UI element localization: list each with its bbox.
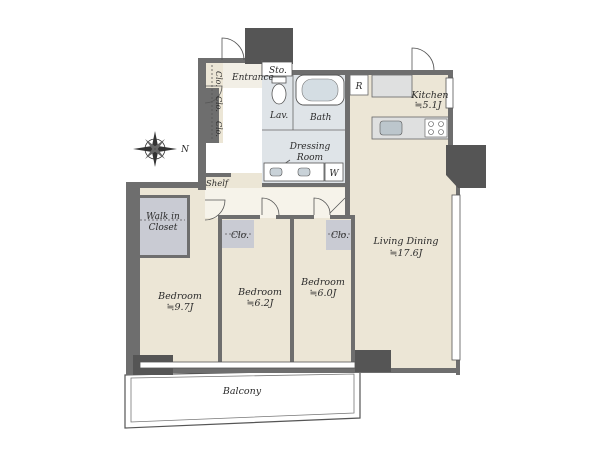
label-bedroom-3-area: ≒6.0J [310,288,338,299]
pillar-right [446,145,486,188]
wet-area-dividers [261,60,345,131]
pillar-closet [205,88,219,143]
label-kitchen: Kitchen [410,90,448,101]
label-closet-2: Clo. [214,96,223,112]
label-bath: Bath [309,113,331,123]
pillar-top [245,28,293,64]
label-closet-3: Clo. [214,121,223,137]
label-clo-bedroom-2: Clo. [231,231,249,241]
label-bedroom-1: Bedroom [157,291,202,302]
closet-rods [140,65,352,235]
label-walkin-2: Closet [149,223,178,233]
label-living-area: ≒17.6J [390,248,424,259]
washing-machine [324,162,344,182]
label-dressing-2: Room [296,153,323,163]
toilet [271,76,287,105]
pillar-bottom-right [355,350,391,372]
label-entrance: Entrance [231,73,274,83]
label-bedroom-1-area: ≒9.7J [167,302,195,313]
kitchen-stove [424,118,448,138]
labels: Entrance Sto. Clo. Clo. Clo. Lav. Bath D… [146,66,448,397]
label-balcony: Balcony [222,386,262,397]
label-clo-bedroom-3: Clo. [331,231,349,241]
label-shelf: Shelf [206,179,230,189]
label-washer: W [329,169,339,179]
kitchen-sink [379,120,403,136]
pillars [133,28,486,375]
label-kitchen-area: ≒5.1J [415,100,443,111]
windows [139,77,461,369]
label-fridge: R [355,82,363,92]
label-living: Living Dining [373,236,439,247]
washbasin-counter [263,162,325,182]
balcony [124,369,361,429]
label-bedroom-3: Bedroom [300,277,345,288]
label-storage: Sto. [269,66,287,76]
label-bedroom-2: Bedroom [237,287,282,298]
label-lavatory: Lav. [269,111,288,121]
label-closet-1: Clo. [214,71,223,87]
compass-north-label: N [180,145,190,155]
bathtub [295,74,345,106]
compass-rose: N [133,131,190,167]
label-walkin-1: Walk in [146,212,180,222]
label-bedroom-2-area: ≒6.2J [247,298,275,309]
label-dressing-1: Dressing [289,142,331,152]
